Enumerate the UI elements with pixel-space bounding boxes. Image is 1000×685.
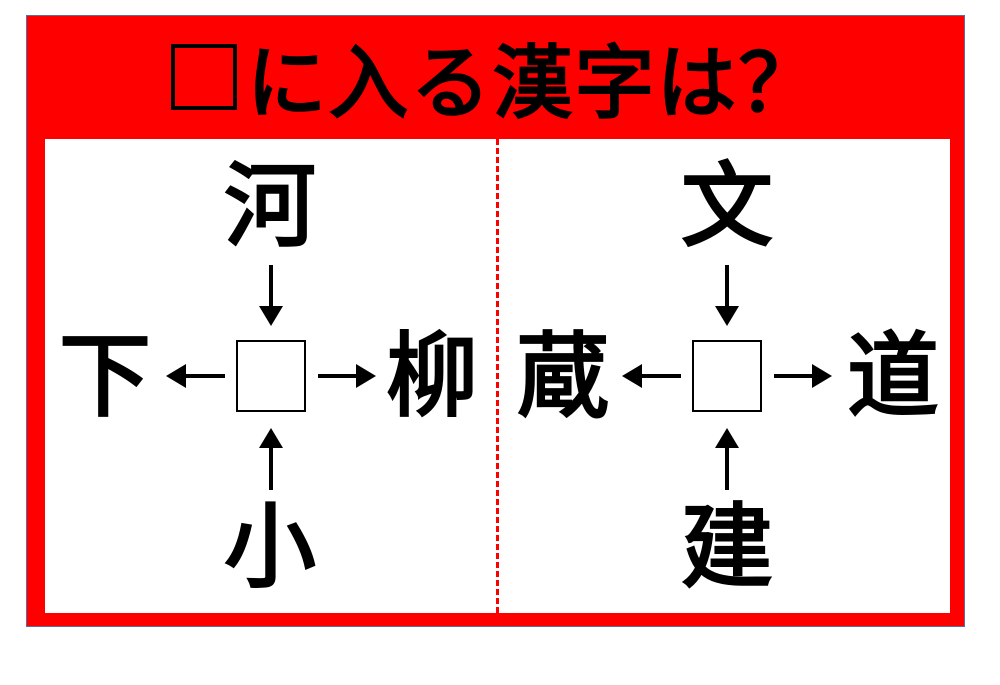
right-puzzle-answer-box[interactable]: [692, 340, 762, 412]
puzzle-title: に入る漢字は？: [26, 22, 965, 132]
left-puzzle-bottom-kanji: 小: [223, 494, 316, 601]
left-puzzle-answer-box[interactable]: [236, 340, 306, 412]
left-puzzle-left-kanji: 下: [58, 323, 151, 430]
right-puzzle-right-kanji: 道: [846, 323, 939, 430]
left-puzzle-right-kanji: 柳: [385, 323, 478, 430]
left-puzzle-top-kanji: 河: [223, 153, 316, 260]
right-puzzle-bottom-kanji: 建: [680, 494, 773, 601]
dashed-divider: [496, 139, 499, 613]
right-puzzle-top-kanji: 文: [680, 153, 773, 260]
title-text: に入る漢字は？: [246, 37, 821, 130]
right-puzzle-left-kanji: 蔵: [516, 323, 609, 430]
blank-square-icon: [170, 44, 237, 110]
